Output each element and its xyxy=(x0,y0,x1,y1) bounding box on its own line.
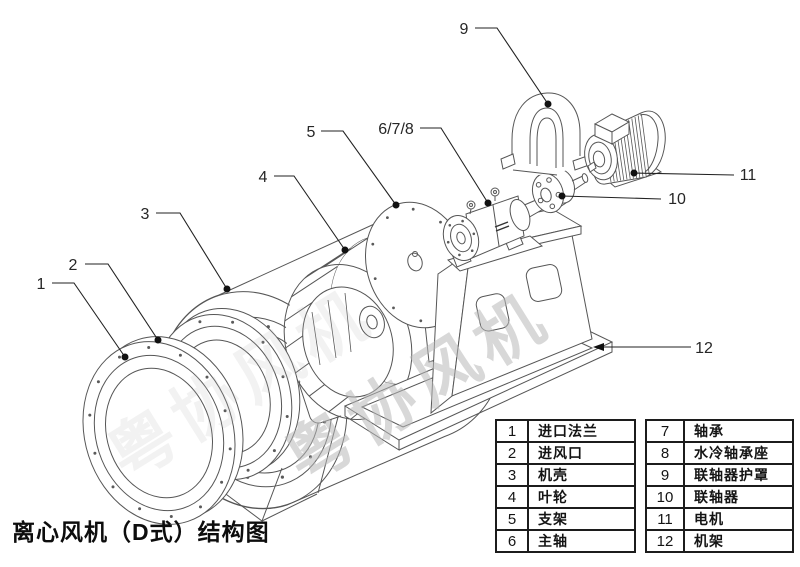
flange-bolt-holes xyxy=(88,346,232,518)
table-row: 6 主轴 xyxy=(495,529,636,553)
stand-cutout-2 xyxy=(475,293,510,332)
part-no: 3 xyxy=(495,463,529,487)
oil-cup-1 xyxy=(466,200,476,210)
leader-4 xyxy=(274,175,346,251)
coupling-drawing xyxy=(531,168,589,214)
part-no: 7 xyxy=(645,419,685,443)
arrow-12 xyxy=(593,343,604,351)
oil-cup-2 xyxy=(490,187,500,197)
part-no: 9 xyxy=(645,463,685,487)
part-name: 进风口 xyxy=(527,441,636,465)
leader-3 xyxy=(156,212,228,290)
part-name: 叶轮 xyxy=(527,485,636,509)
part-name: 机架 xyxy=(683,529,794,553)
part-name: 轴承 xyxy=(683,419,794,443)
page-title: 离心风机（D式）结构图 xyxy=(12,519,270,545)
part-name: 联轴器护罩 xyxy=(683,463,794,487)
part-no: 12 xyxy=(645,529,685,553)
part-no: 8 xyxy=(645,441,685,465)
part-name: 机壳 xyxy=(527,463,636,487)
table-row: 10 联轴器 xyxy=(645,485,794,509)
table-row: 8 水冷轴承座 xyxy=(645,441,794,465)
part-no: 11 xyxy=(645,507,685,531)
part-name: 水冷轴承座 xyxy=(683,441,794,465)
table-row: 12 机架 xyxy=(645,529,794,553)
part-name: 电机 xyxy=(683,507,794,531)
stand-cutout-1 xyxy=(525,264,563,302)
part-no: 4 xyxy=(495,485,529,509)
motor-drawing xyxy=(584,110,666,188)
callout-labels: 1 2 3 4 5 6/7/8 9 10 11 12 xyxy=(37,21,757,357)
motor-shaft xyxy=(587,161,597,173)
parts-table-left: 1 进口法兰 2 进风口 3 机壳 4 叶轮 5 支架 6 主轴 xyxy=(495,419,636,553)
callout-label-5: 5 xyxy=(307,124,316,141)
table-row: 4 叶轮 xyxy=(495,485,636,509)
part-name: 支架 xyxy=(527,507,636,531)
bearing-flange xyxy=(442,215,480,261)
part-name: 进口法兰 xyxy=(527,419,636,443)
table-row: 9 联轴器护罩 xyxy=(645,463,794,487)
leader-1 xyxy=(52,282,126,358)
part-no: 2 xyxy=(495,441,529,465)
leader-9 xyxy=(475,27,549,105)
callout-label-12: 12 xyxy=(695,340,713,357)
callout-label-10: 10 xyxy=(668,191,686,208)
callout-label-6-7-8: 6/7/8 xyxy=(378,121,414,138)
leader-11 xyxy=(633,172,735,176)
table-row: 5 支架 xyxy=(495,507,636,531)
table-row: 2 进风口 xyxy=(495,441,636,465)
leader-2 xyxy=(85,263,159,341)
callout-label-11: 11 xyxy=(740,167,757,184)
callout-dots xyxy=(121,100,638,361)
part-name: 联轴器 xyxy=(683,485,794,509)
table-row: 11 电机 xyxy=(645,507,794,531)
leader-5 xyxy=(321,130,397,206)
inlet-flange-drawing xyxy=(82,336,244,525)
table-row: 3 机壳 xyxy=(495,463,636,487)
callout-label-3: 3 xyxy=(141,206,150,223)
parts-table-right: 7 轴承 8 水冷轴承座 9 联轴器护罩 10 联轴器 11 电机 12 机架 xyxy=(645,419,794,553)
impeller-hub xyxy=(359,305,385,339)
part-no: 1 xyxy=(495,419,529,443)
callout-label-1: 1 xyxy=(37,276,46,293)
callout-label-2: 2 xyxy=(69,257,78,274)
part-no: 6 xyxy=(495,529,529,553)
leader-6-7-8 xyxy=(420,127,489,204)
table-row: 1 进口法兰 xyxy=(495,419,636,443)
callout-label-9: 9 xyxy=(460,21,469,38)
part-no: 5 xyxy=(495,507,529,531)
leader-10 xyxy=(561,195,662,200)
callout-leaders xyxy=(52,27,735,358)
bearing-assembly-drawing xyxy=(442,187,547,272)
callout-label-4: 4 xyxy=(259,169,268,186)
part-no: 10 xyxy=(645,485,685,509)
table-row: 7 轴承 xyxy=(645,419,794,443)
part-name: 主轴 xyxy=(527,529,636,553)
